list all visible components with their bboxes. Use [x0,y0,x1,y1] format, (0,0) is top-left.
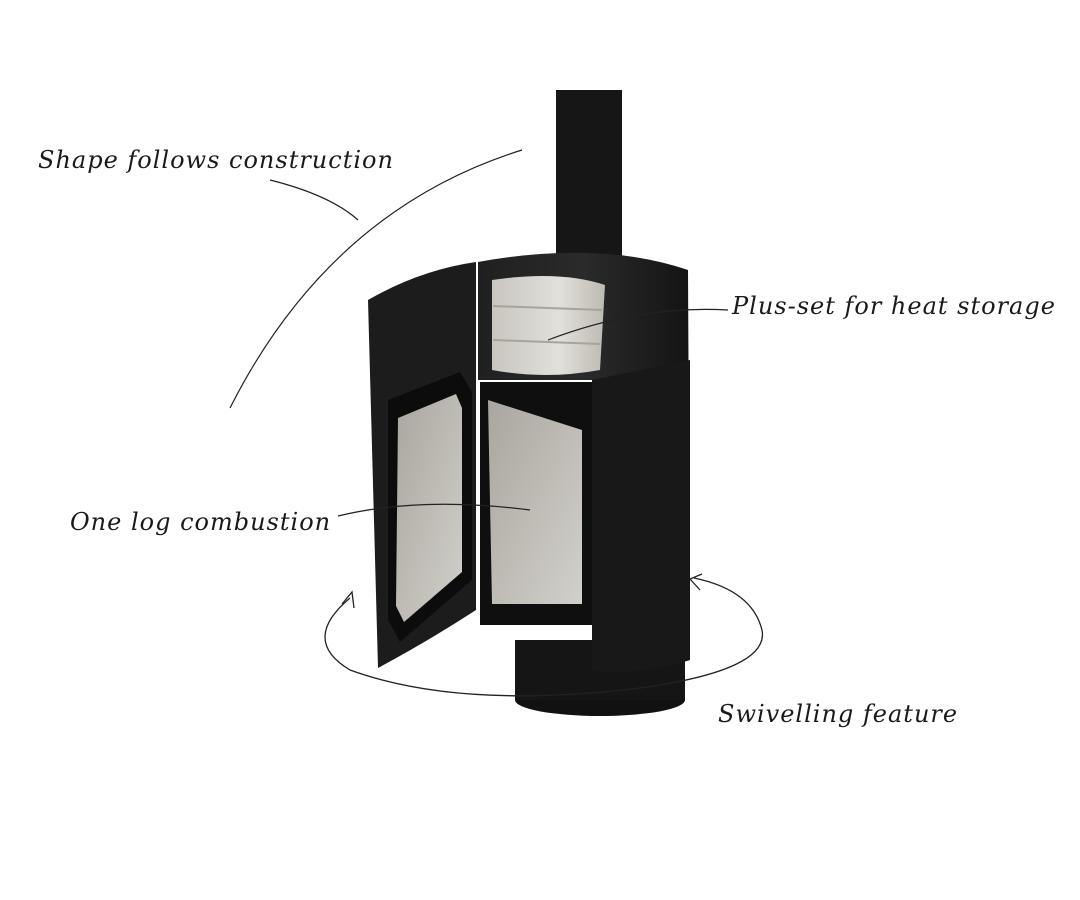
heat-storage-stones [492,276,605,375]
leader-shape [229,149,523,409]
annotation-one-log: One log combustion [70,508,332,536]
firebox-glass [488,400,582,604]
leader-one-log [337,503,531,517]
leader-plus-set [547,308,729,341]
annotation-swivel: Swivelling feature [718,700,959,728]
swivel-arrow [324,577,764,697]
annotation-shape: Shape follows construction [38,146,394,174]
annotation-plus-set: Plus-set for heat storage [732,292,1056,320]
